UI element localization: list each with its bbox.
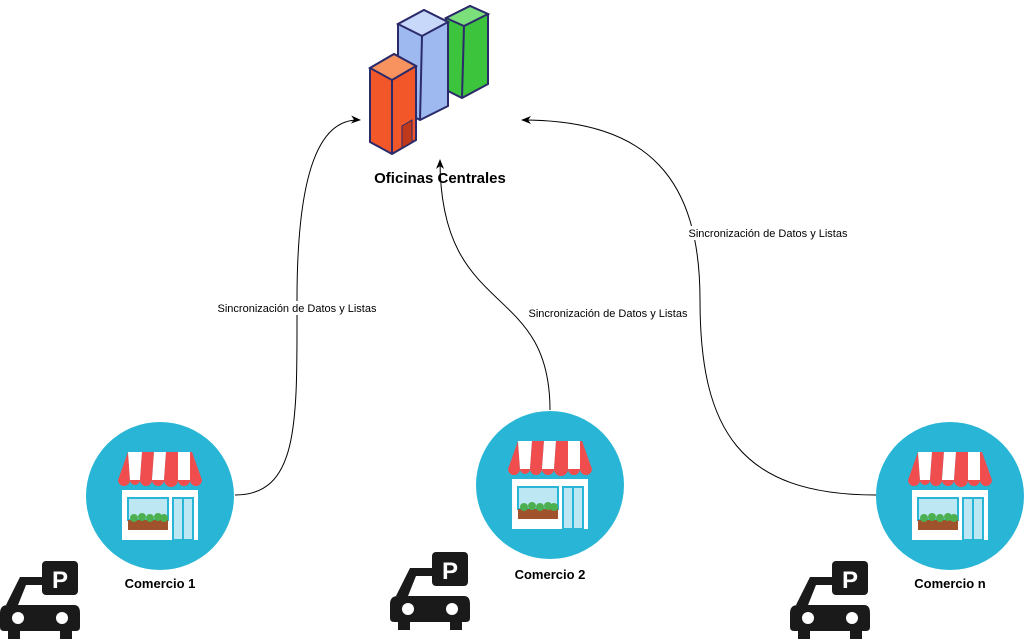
- car-parking-icon: [390, 552, 470, 630]
- edge-label-1: Sincronización de Datos y Listas: [218, 303, 377, 315]
- car-parking-icon: [0, 561, 80, 639]
- edge-comercio-1: [234, 115, 361, 496]
- edge-comercio-2: [436, 159, 551, 411]
- storefront-icon: [85, 421, 235, 571]
- store-node-1: Comercio 1: [85, 421, 235, 591]
- office-buildings-icon: [367, 4, 491, 156]
- car-parking-icon: [790, 561, 870, 639]
- store-node-2: Comercio 2: [475, 410, 625, 582]
- edge-comercio-n: [521, 116, 877, 496]
- storefront-icon: [875, 421, 1025, 571]
- storefront-icon: [475, 410, 625, 560]
- headquarters-label: Oficinas Centrales: [374, 170, 506, 187]
- edge-label-3: Sincronización de Datos y Listas: [689, 228, 848, 240]
- edge-label-2: Sincronización de Datos y Listas: [529, 308, 688, 320]
- store-node-n: Comercio n: [875, 421, 1025, 591]
- store-label-2: Comercio 2: [515, 567, 586, 582]
- store-label-1: Comercio 1: [125, 576, 196, 591]
- store-label-n: Comercio n: [914, 576, 986, 591]
